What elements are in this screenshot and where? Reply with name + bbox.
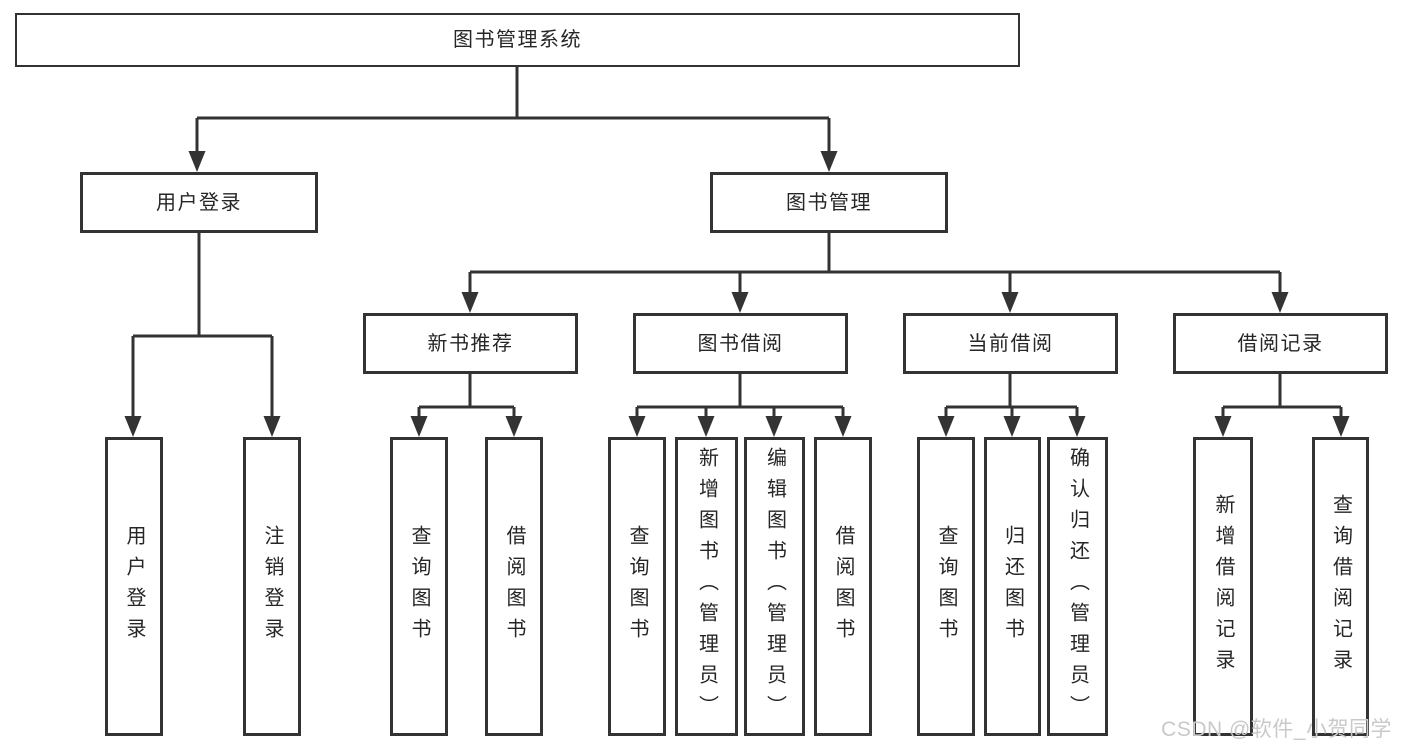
node-label: 新书推荐 xyxy=(427,332,514,355)
leaf-return-books: 归还图书 xyxy=(984,437,1041,736)
leaf-logout: 注销登录 xyxy=(243,437,301,736)
leaf-user-login: 用户登录 xyxy=(105,437,163,736)
leaf-borrow-books-recommend: 借阅图书 xyxy=(485,437,543,736)
leaf-query-borrow-record: 查询借阅记录 xyxy=(1312,437,1369,736)
leaf-query-books-recommend: 查询图书 xyxy=(390,437,448,736)
csdn-watermark: CSDN @软件_小贺同学 xyxy=(1161,718,1392,741)
leaf-label: 查询图书 xyxy=(408,524,430,649)
leaf-label: 查询图书 xyxy=(626,524,648,649)
leaf-label: 新增借阅记录 xyxy=(1212,493,1234,680)
leaf-query-books-borrow: 查询图书 xyxy=(608,437,666,736)
leaf-query-books-current: 查询图书 xyxy=(917,437,975,736)
leaf-confirm-return-admin: 确认归还（管理员） xyxy=(1047,437,1108,736)
node-user-login: 用户登录 xyxy=(80,172,318,233)
node-book-borrowing: 图书借阅 xyxy=(633,313,848,374)
leaf-add-borrow-record: 新增借阅记录 xyxy=(1193,437,1253,736)
node-label: 用户登录 xyxy=(156,191,242,214)
leaf-label: 注销登录 xyxy=(261,524,283,649)
leaf-add-books-admin: 新增图书（管理员） xyxy=(675,437,738,736)
connector-segments xyxy=(131,66,1343,421)
leaf-label: 用户登录 xyxy=(123,524,145,649)
node-label: 借阅记录 xyxy=(1237,332,1324,355)
arrowheads xyxy=(124,151,1350,437)
leaf-edit-books-admin: 编辑图书（管理员） xyxy=(744,437,805,736)
leaf-label: 查询借阅记录 xyxy=(1329,493,1352,680)
node-new-book-recommend: 新书推荐 xyxy=(363,313,578,374)
node-library-system: 图书管理系统 xyxy=(15,13,1020,67)
leaf-label: 借阅图书 xyxy=(832,524,854,649)
node-label: 图书管理系统 xyxy=(453,29,582,51)
leaf-label: 归还图书 xyxy=(1001,524,1024,649)
node-label: 当前借阅 xyxy=(967,332,1054,355)
leaf-label: 确认归还（管理员） xyxy=(1066,447,1089,726)
leaf-label: 借阅图书 xyxy=(503,524,525,649)
leaf-borrow-books: 借阅图书 xyxy=(814,437,872,736)
node-current-borrowing: 当前借阅 xyxy=(903,313,1118,374)
leaf-label: 查询图书 xyxy=(935,524,957,649)
node-borrowing-records: 借阅记录 xyxy=(1173,313,1388,374)
node-label: 图书借阅 xyxy=(697,332,784,355)
leaf-label: 新增图书（管理员） xyxy=(695,447,718,726)
leaf-label: 编辑图书（管理员） xyxy=(763,447,786,726)
node-book-management: 图书管理 xyxy=(710,172,948,233)
node-label: 图书管理 xyxy=(786,191,872,214)
